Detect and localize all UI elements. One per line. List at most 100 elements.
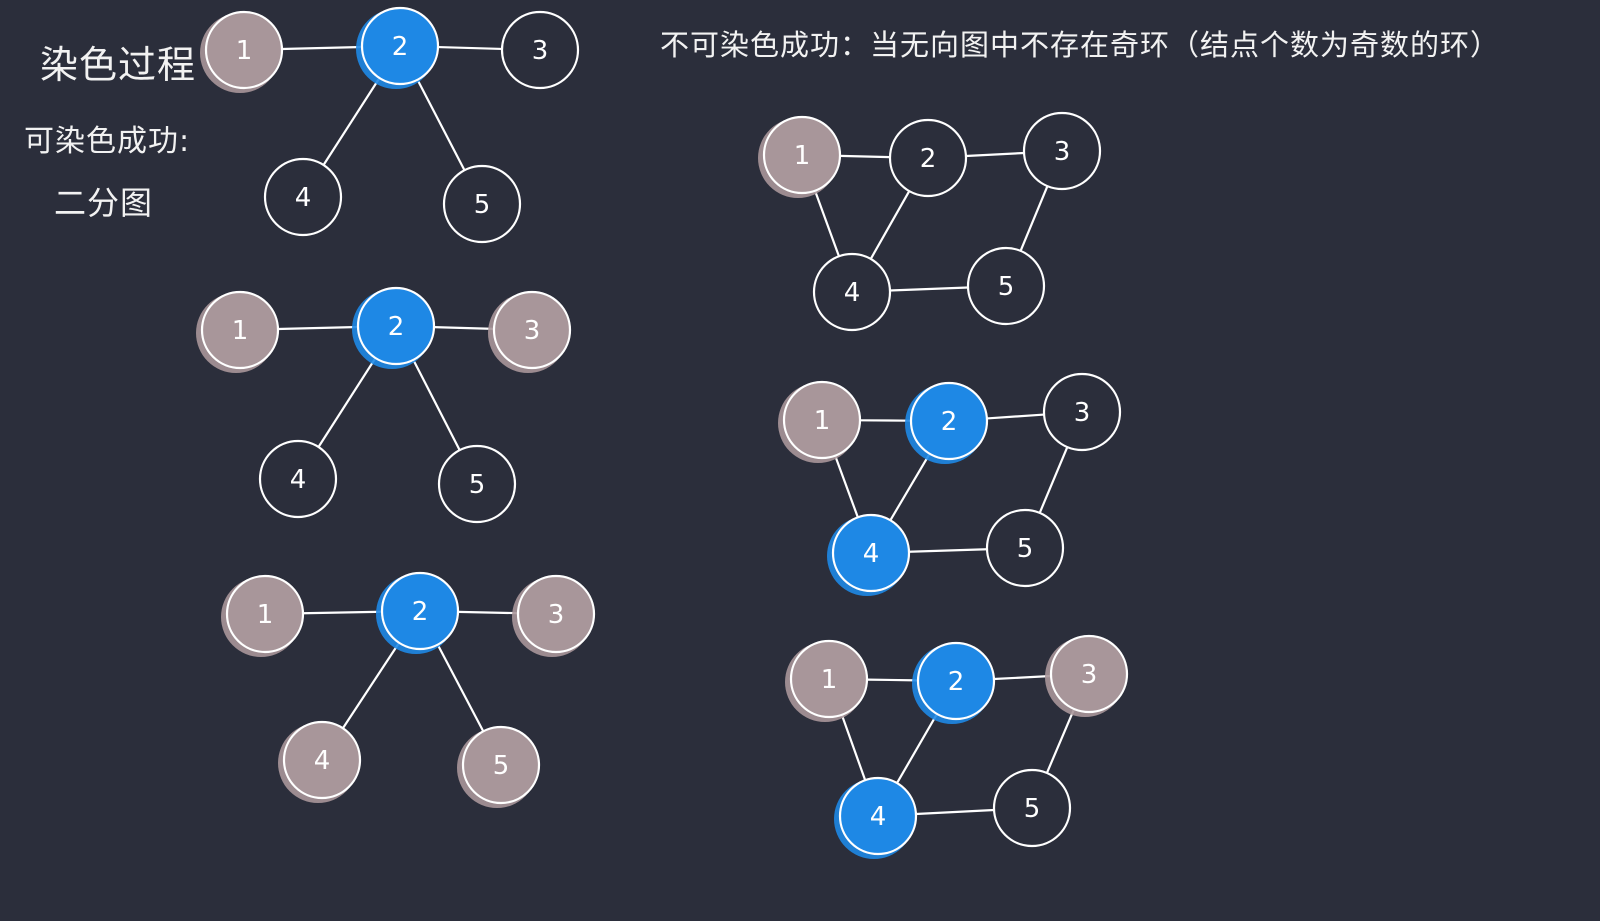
node-5: 5 [966, 246, 1046, 326]
node-circle [356, 286, 436, 366]
cycle-step-2: 1 2 3 4 5 [778, 372, 1122, 596]
node-circle [789, 639, 869, 719]
node-2: 2 [912, 641, 996, 724]
node-2: 2 [356, 6, 440, 89]
node-2: 2 [888, 118, 968, 198]
node-label: 4 [863, 539, 880, 569]
node-label: 5 [998, 272, 1015, 302]
node-1: 1 [200, 10, 284, 93]
node-label: 2 [392, 32, 409, 62]
node-5: 5 [992, 768, 1072, 848]
node-circle [360, 6, 440, 86]
node-3: 3 [512, 574, 596, 657]
node-circle [204, 10, 284, 90]
edge-2-5 [416, 78, 466, 172]
edge-2-4 [869, 189, 911, 261]
edge-2-4 [317, 356, 377, 449]
node-circle [380, 571, 460, 651]
node-1: 1 [758, 115, 842, 198]
edge-2-4 [322, 76, 381, 167]
node-4: 4 [263, 157, 343, 237]
node-circle [200, 290, 280, 370]
node-circle [437, 444, 517, 524]
edge-2-4 [341, 641, 401, 730]
edge-4-5 [914, 808, 996, 816]
node-5: 5 [437, 444, 517, 524]
edge-2-4 [895, 712, 939, 785]
edge-2-3 [964, 151, 1026, 158]
tree-step-2: 1 2 3 4 5 [196, 286, 572, 524]
node-label: 5 [1017, 534, 1034, 564]
node-label: 2 [920, 144, 937, 174]
node-label: 4 [290, 465, 307, 495]
edge-2-5 [436, 643, 485, 733]
node-2: 2 [352, 286, 436, 369]
node-label: 4 [314, 746, 331, 776]
node-label: 4 [870, 802, 887, 832]
node-2: 2 [905, 381, 989, 464]
edge-3-5 [1038, 445, 1069, 515]
cycle-step-1: 1 2 3 4 5 [758, 111, 1102, 332]
node-circle [442, 164, 522, 244]
edge-2-3 [985, 413, 1046, 420]
node-4: 4 [827, 513, 911, 596]
node-circle [985, 508, 1065, 588]
note-can-color: 可染色成功: [24, 124, 191, 159]
node-1: 1 [785, 639, 869, 722]
node-label: 4 [295, 183, 312, 213]
node-circle [992, 768, 1072, 848]
note-title: 染色过程 [40, 43, 197, 87]
edge-2-4 [889, 452, 931, 522]
edge-1-2 [838, 154, 892, 159]
node-label: 5 [474, 190, 491, 220]
node-circle [762, 115, 842, 195]
edge-2-3 [436, 45, 504, 51]
node-label: 1 [794, 141, 811, 171]
node-circle [1049, 634, 1129, 714]
edge-2-3 [456, 610, 520, 615]
node-circle [888, 118, 968, 198]
node-label: 3 [1074, 398, 1091, 428]
node-label: 3 [532, 36, 549, 66]
node-label: 1 [814, 406, 831, 436]
edge-2-3 [432, 326, 496, 330]
node-label: 2 [941, 407, 958, 437]
node-label: 5 [469, 470, 486, 500]
node-label: 3 [1054, 137, 1071, 167]
note-bipartite: 二分图 [54, 184, 154, 222]
node-circle [909, 381, 989, 461]
note-cannot-color: 不可染色成功：当无向图中不存在奇环（结点个数为奇数的环） [660, 28, 1501, 62]
tree-step-3: 1 2 3 4 5 [221, 571, 596, 808]
node-3: 3 [488, 290, 572, 373]
node-label: 2 [388, 312, 405, 342]
edge-1-2 [280, 45, 364, 51]
node-label: 4 [844, 278, 861, 308]
node-circle [461, 725, 541, 805]
node-circle [916, 641, 996, 721]
node-label: 1 [232, 316, 249, 346]
node-5: 5 [457, 725, 541, 808]
node-circle [258, 439, 338, 519]
node-circle [282, 720, 362, 800]
node-circle [782, 380, 862, 460]
edge-1-4 [813, 189, 841, 258]
node-label: 2 [412, 597, 429, 627]
node-label: 1 [821, 665, 838, 695]
node-circle [225, 574, 305, 654]
node-1: 1 [778, 380, 862, 463]
node-4: 4 [812, 252, 892, 332]
node-5: 5 [985, 508, 1065, 588]
node-circle [492, 290, 572, 370]
node-circle [1022, 111, 1102, 191]
node-circle [1042, 372, 1122, 452]
node-1: 1 [221, 574, 305, 657]
node-4: 4 [278, 720, 362, 803]
node-label: 1 [257, 600, 274, 630]
edge-1-2 [301, 610, 384, 615]
node-circle [838, 776, 918, 856]
node-label: 3 [524, 316, 541, 346]
edge-3-5 [1045, 707, 1076, 775]
